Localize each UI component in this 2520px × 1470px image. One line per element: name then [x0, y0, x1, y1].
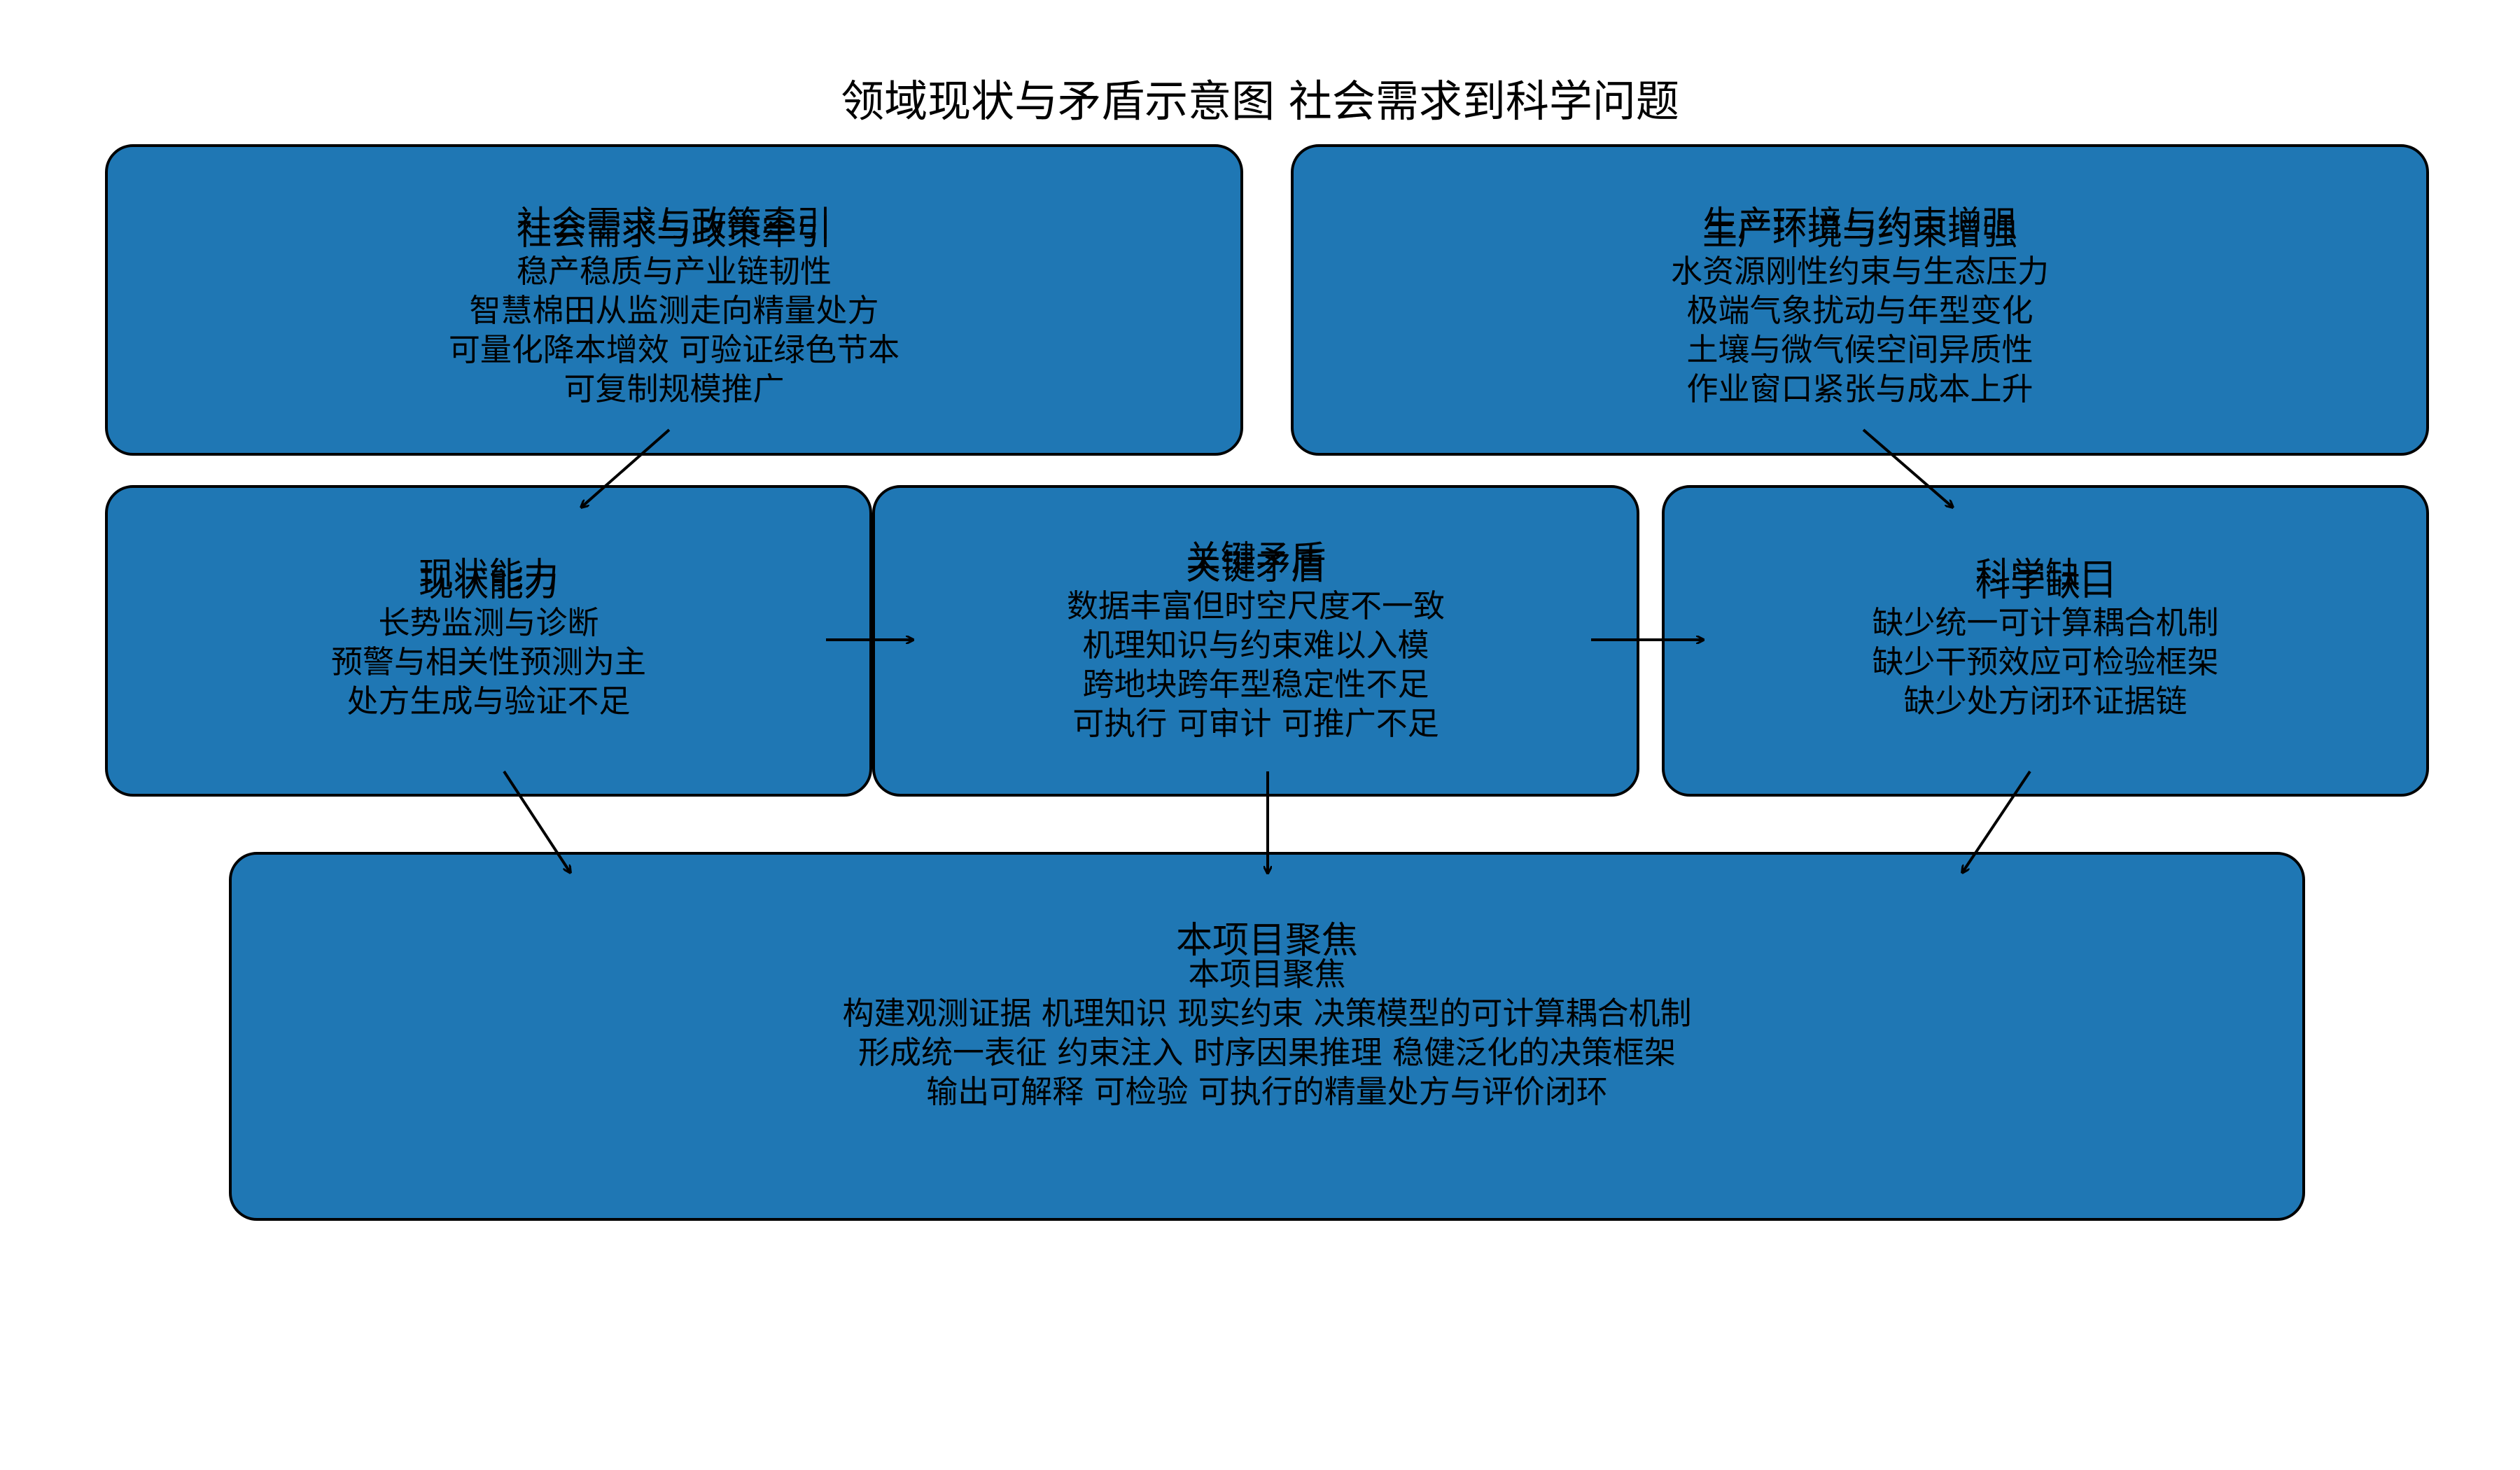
- key-contradiction-text: 关键矛盾 数据丰富但时空尺度不一致 机理知识与约束难以入模 跨地块跨年型稳定性不…: [875, 547, 1637, 743]
- current-capability-line: 预警与相关性预测为主: [330, 643, 646, 680]
- project-focus-line: 形成统一表征 约束注入 时序因果推理 稳健泛化的决策框架: [858, 1034, 1676, 1071]
- production-env-heading: 生产环境与约束增强: [1702, 204, 2017, 244]
- production-env-line: 水资源刚性约束与生态压力: [1670, 253, 2049, 290]
- scientific-gap-line: 缺少处方闭环证据链: [1903, 682, 2188, 720]
- box-scientific-gap: 科学缺口 科学缺口 缺少统一可计算耦合机制 缺少干预效应可检验框架 缺少处方闭环…: [1662, 485, 2429, 797]
- production-env-line: 生产环境与约束增强: [1702, 212, 2017, 253]
- project-focus-text: 本项目聚焦 构建观测证据 机理知识 现实约束 决策模型的可计算耦合机制 形成统一…: [232, 955, 2302, 1112]
- project-focus-heading: 本项目聚焦: [1175, 920, 1358, 962]
- project-focus-line: 构建观测证据 机理知识 现实约束 决策模型的可计算耦合机制: [842, 995, 1692, 1032]
- social-demand-line: 稳产稳质与产业链韧性: [516, 253, 832, 290]
- project-focus-line: 本项目聚焦: [1188, 955, 1346, 993]
- scientific-gap-text: 科学缺口 缺少统一可计算耦合机制 缺少干预效应可检验框架 缺少处方闭环证据链: [1665, 564, 2426, 721]
- production-env-line: 作业窗口紧张与成本上升: [1686, 370, 2033, 407]
- current-capability-line: 处方生成与验证不足: [346, 682, 631, 720]
- social-demand-text: 社会需求与政策牵引 稳产稳质与产业链韧性 智慧棉田从监测走向精量处方 可量化降本…: [108, 213, 1240, 409]
- social-demand-line: 可量化降本增效 可验证绿色节本: [448, 331, 900, 368]
- production-env-line: 土壤与微气候空间异质性: [1686, 331, 2033, 368]
- current-capability-text: 现状能力 长势监测与诊断 预警与相关性预测为主 处方生成与验证不足: [108, 564, 869, 721]
- key-contradiction-line: 机理知识与约束难以入模: [1082, 626, 1429, 664]
- key-contradiction-line: 数据丰富但时空尺度不一致: [1066, 587, 1445, 624]
- key-contradiction-line: 跨地块跨年型稳定性不足: [1082, 666, 1429, 703]
- box-current-capability: 现状能力 现状能力 长势监测与诊断 预警与相关性预测为主 处方生成与验证不足: [105, 485, 872, 797]
- current-capability-heading: 现状能力: [419, 555, 559, 596]
- scientific-gap-line: 缺少干预效应可检验框架: [1872, 643, 2219, 680]
- box-production-env: 生产环境与约束增强 生产环境与约束增强 水资源刚性约束与生态压力 极端气象扰动与…: [1291, 144, 2429, 456]
- project-focus-line: 输出可解释 可检验 可执行的精量处方与评价闭环: [926, 1073, 1608, 1110]
- key-contradiction-line: 可执行 可审计 可推广不足: [1072, 705, 1439, 742]
- production-env-text: 生产环境与约束增强 水资源刚性约束与生态压力 极端气象扰动与年型变化 土壤与微气…: [1294, 213, 2426, 409]
- box-key-contradiction: 关键矛盾 关键矛盾 数据丰富但时空尺度不一致 机理知识与约束难以入模 跨地块跨年…: [872, 485, 1639, 797]
- box-project-focus: 本项目聚焦 本项目聚焦 构建观测证据 机理知识 现实约束 决策模型的可计算耦合机…: [229, 852, 2305, 1221]
- social-demand-line: 智慧棉田从监测走向精量处方: [469, 292, 879, 329]
- social-demand-heading: 社会需求与政策牵引: [517, 204, 832, 244]
- scientific-gap-line: 缺少统一可计算耦合机制: [1872, 604, 2219, 641]
- scientific-gap-heading: 科学缺口: [1975, 555, 2115, 596]
- social-demand-line: 社会需求与政策牵引: [517, 212, 832, 253]
- current-capability-line: 现状能力: [419, 564, 559, 604]
- social-demand-line: 可复制规模推广: [564, 370, 785, 407]
- key-contradiction-line: 关键矛盾: [1186, 547, 1326, 587]
- production-env-line: 极端气象扰动与年型变化: [1686, 292, 2033, 329]
- current-capability-line: 长势监测与诊断: [378, 604, 599, 641]
- diagram-title: 领域现状与矛盾示意图 社会需求到科学问题: [841, 76, 1679, 127]
- box-social-demand: 社会需求与政策牵引 社会需求与政策牵引 稳产稳质与产业链韧性 智慧棉田从监测走向…: [105, 144, 1243, 456]
- scientific-gap-line: 科学缺口: [1975, 564, 2115, 604]
- key-contradiction-heading: 关键矛盾: [1186, 538, 1326, 579]
